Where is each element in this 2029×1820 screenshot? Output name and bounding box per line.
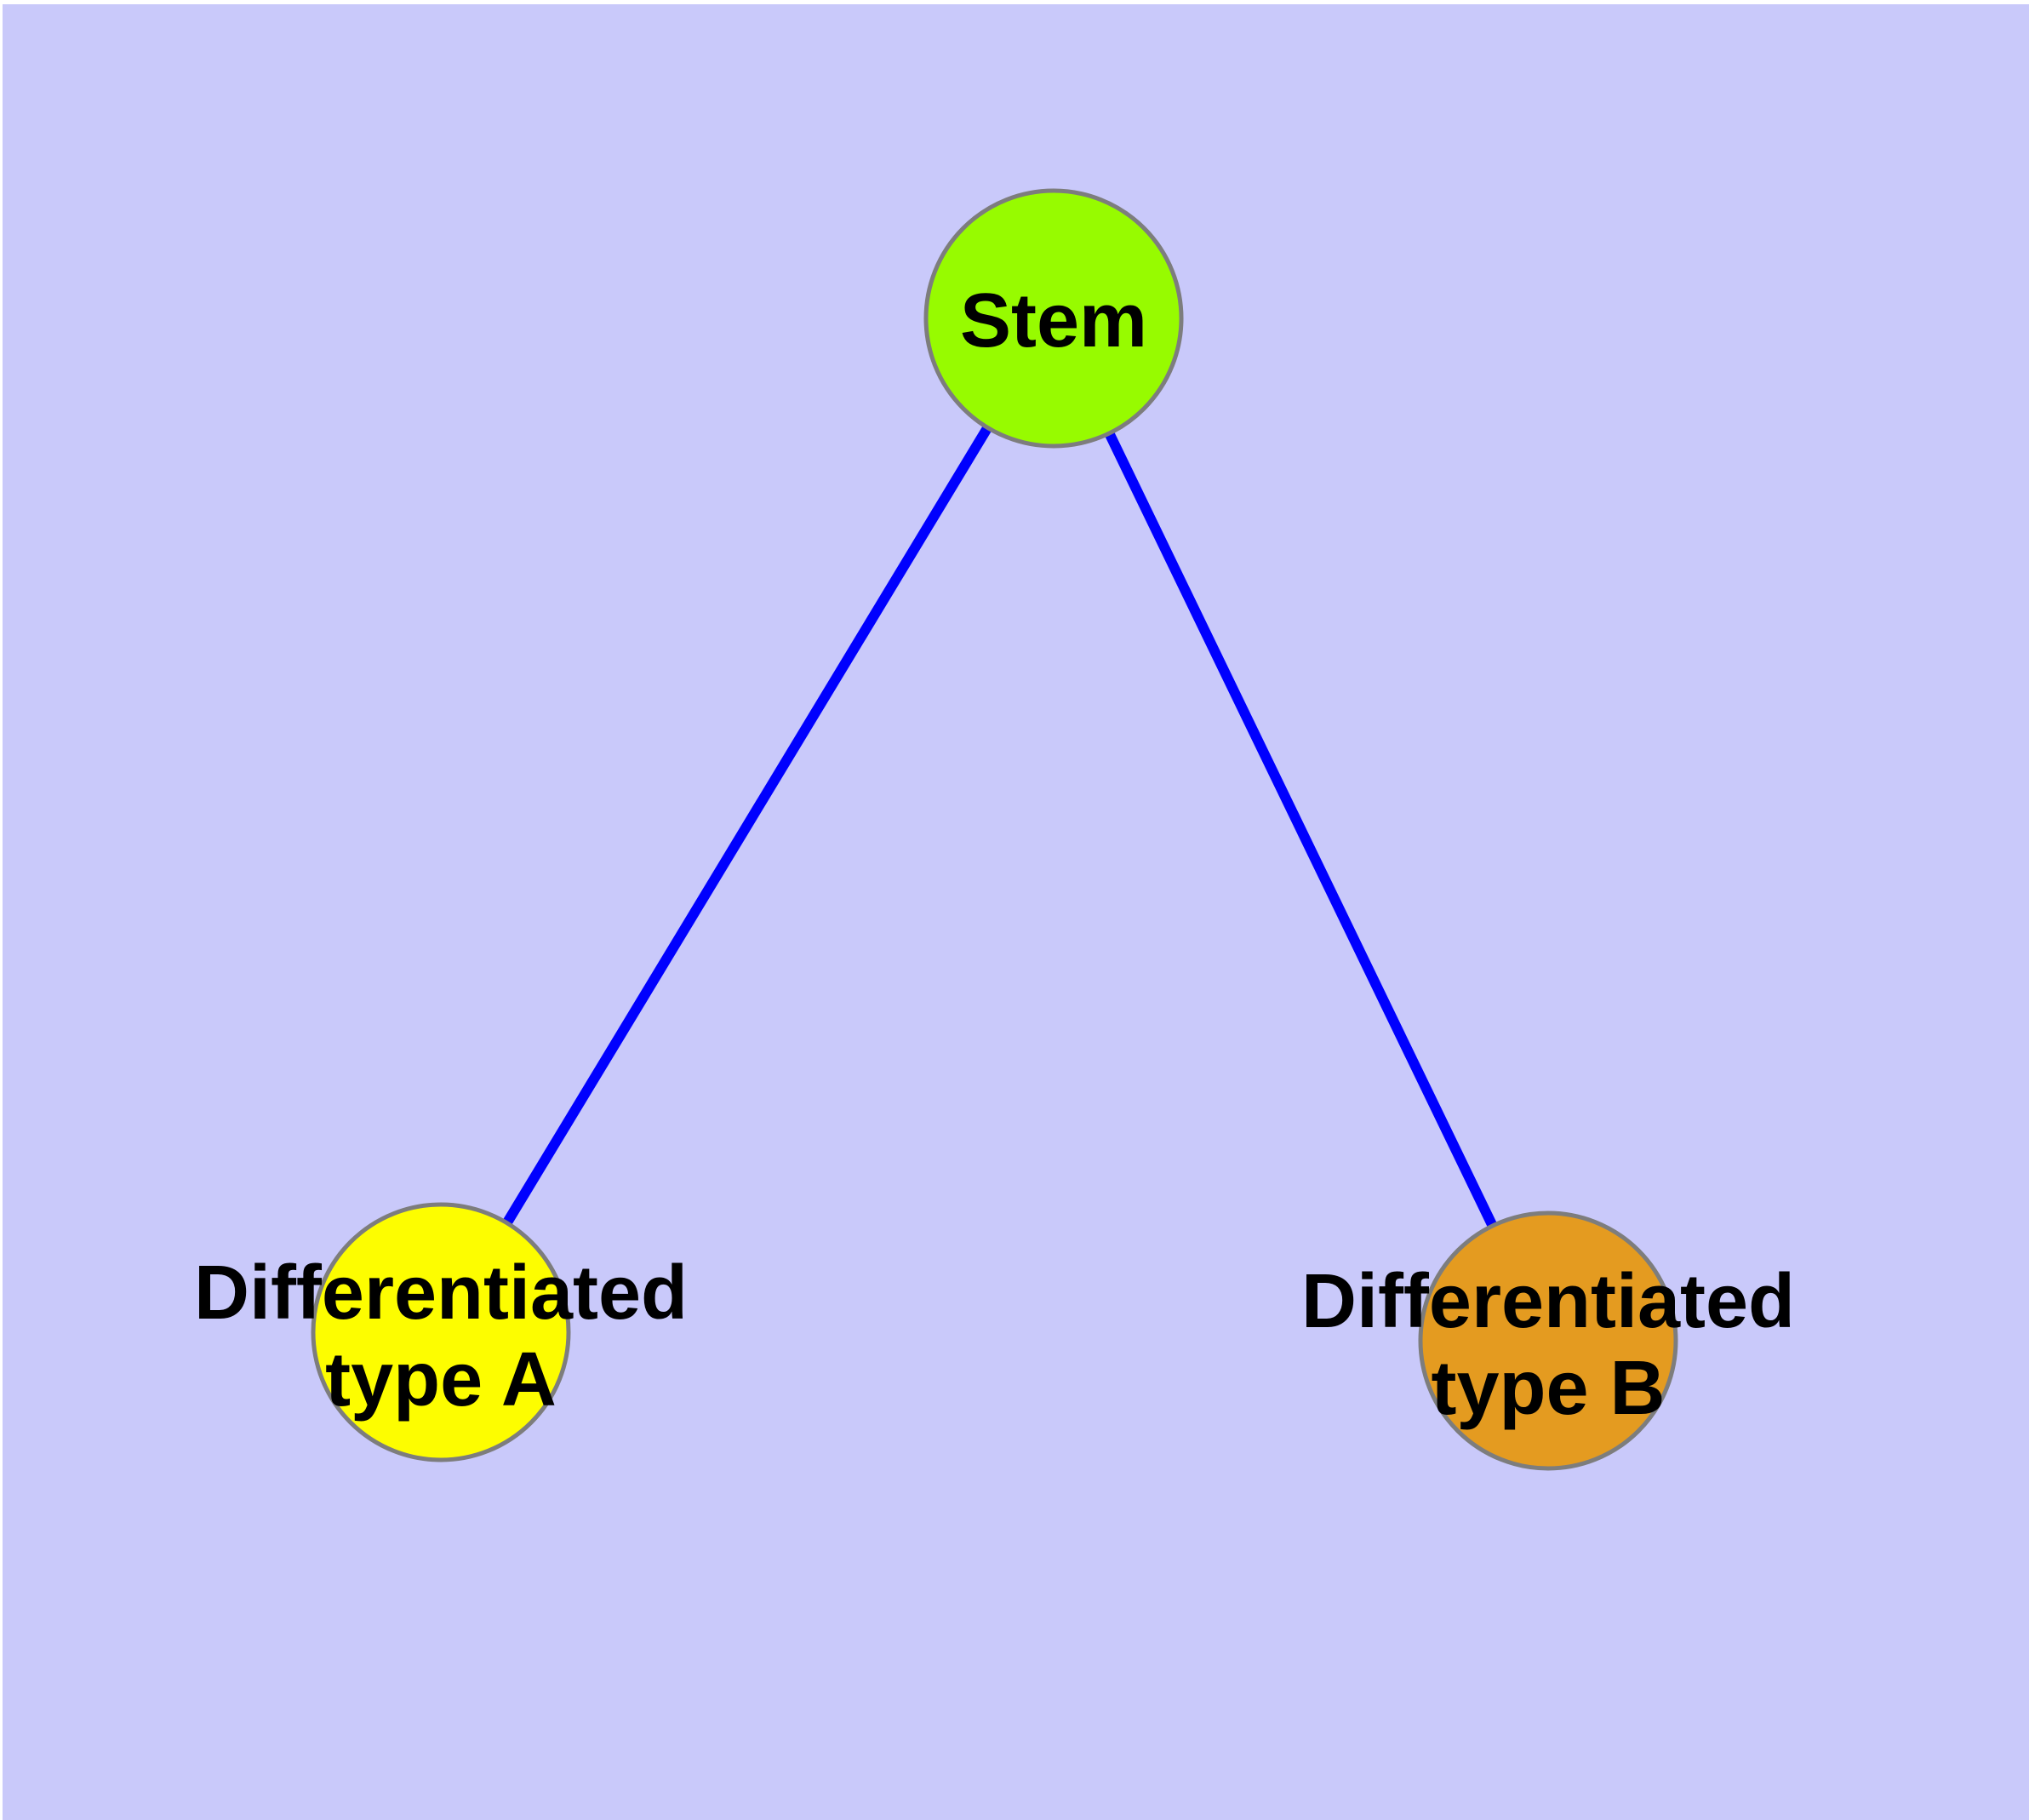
edge-group xyxy=(436,315,1553,1343)
node-differentiated-type-a: Differentiated type A xyxy=(194,1202,688,1462)
stem-node-label: Stem xyxy=(960,278,1147,363)
type-b-node-label-line2: type B xyxy=(1431,1346,1665,1431)
type-b-node-label-line1: Differentiated xyxy=(1301,1259,1795,1344)
edge-stem-to-type-a xyxy=(436,315,1059,1336)
type-a-node-label-line1: Differentiated xyxy=(194,1251,688,1336)
node-differentiated-type-b: Differentiated type B xyxy=(1301,1210,1795,1471)
type-a-node-label-line2: type A xyxy=(325,1337,557,1422)
edge-stem-to-type-b xyxy=(1049,316,1553,1343)
node-stem: Stem xyxy=(923,188,1184,449)
type-b-node-circle xyxy=(1418,1210,1678,1471)
stem-node-circle xyxy=(923,188,1184,449)
type-a-node-circle xyxy=(311,1202,571,1462)
